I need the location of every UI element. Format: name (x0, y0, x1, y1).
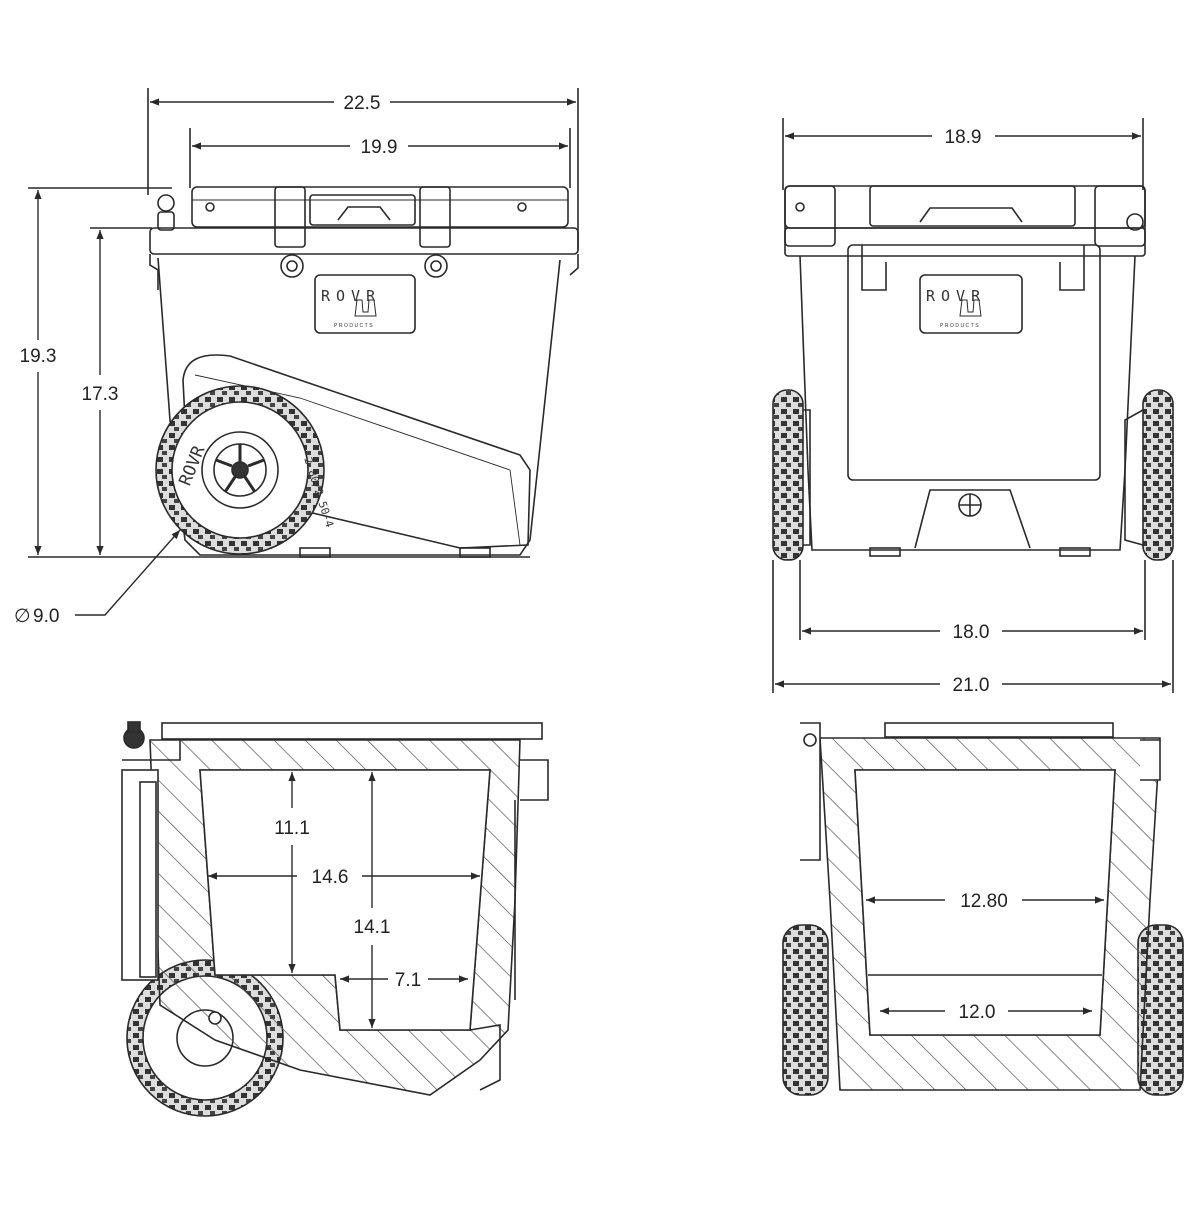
dim-interior-width-top: 12.80 (960, 891, 1008, 912)
side-view-dimensions (34, 98, 576, 616)
dim-wheel-diameter: 9.0 (33, 606, 59, 627)
side-section (121, 721, 549, 1117)
dim-interior-length: 14.6 (312, 867, 349, 888)
dim-lid-width: 18.9 (945, 127, 982, 148)
front-section-dimensions (866, 896, 1104, 1015)
side-logo-text: ROVR (321, 287, 381, 305)
front-logo-text: ROVR (926, 287, 986, 305)
dim-overall-height: 19.3 (20, 346, 57, 367)
front-section (782, 722, 1184, 1096)
side-view (28, 88, 579, 558)
front-view-dimensions (775, 132, 1171, 688)
front-logo-subtext: PRODUCTS (940, 323, 980, 329)
diameter-symbol: ∅ (14, 606, 31, 627)
side-section-dimensions (208, 772, 480, 1028)
dim-total-depth: 14.1 (354, 917, 391, 938)
dim-wheel-track-inner: 18.0 (953, 622, 990, 643)
dim-body-height: 17.3 (82, 384, 119, 405)
dim-body-length: 19.9 (361, 137, 398, 158)
dim-upper-depth: 11.1 (274, 818, 310, 839)
dim-interior-width-bottom: 12.0 (959, 1002, 996, 1023)
side-logo-subtext: PRODUCTS (334, 323, 374, 329)
dim-lower-length: 7.1 (395, 970, 421, 991)
dim-overall-length: 22.5 (344, 93, 381, 114)
front-view (772, 118, 1174, 693)
dim-overall-width: 21.0 (953, 675, 990, 696)
